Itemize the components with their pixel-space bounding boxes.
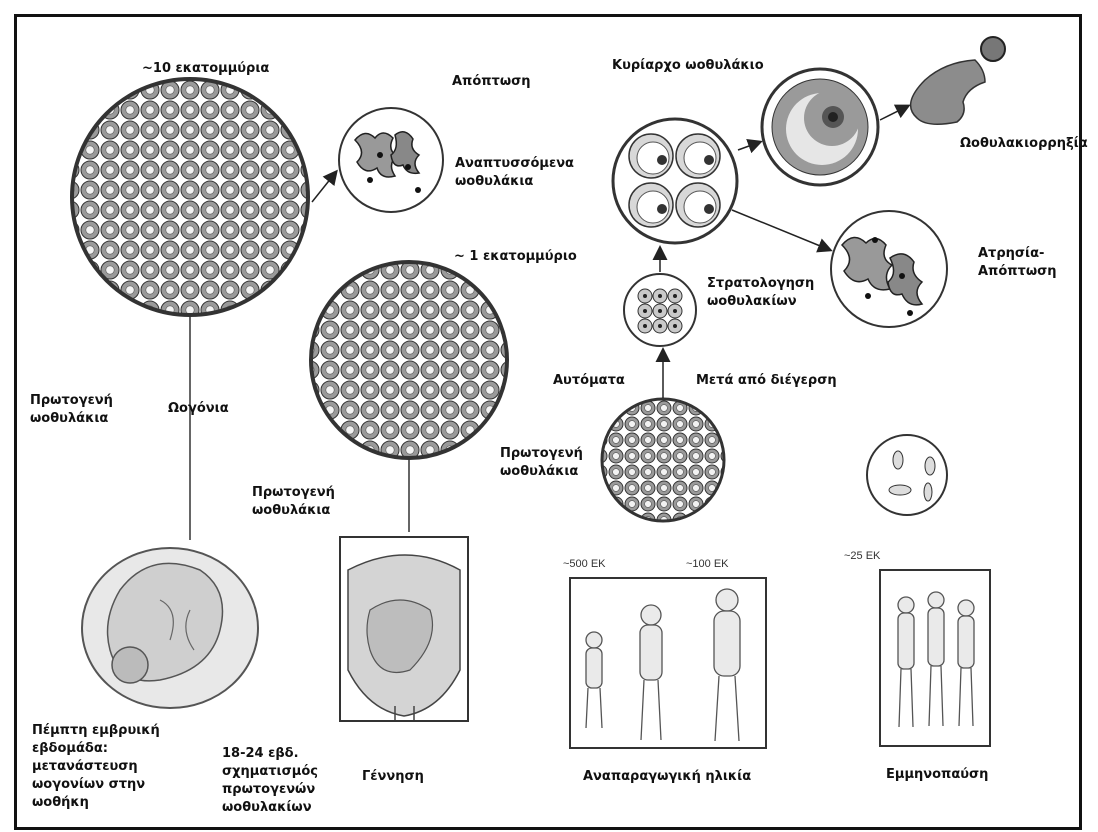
menopause-follicles-circle <box>867 435 947 515</box>
primordial-pool-circle <box>311 262 507 458</box>
label-primordial-left: Πρωτογενή ωοθυλάκια <box>30 392 130 428</box>
label-fifth-week: Πέμπτη εμβρυική εβδομάδα: μετανάστευση ω… <box>32 722 182 812</box>
ovulation-shape <box>911 37 1005 124</box>
reproductive-age-illustration <box>570 578 766 748</box>
label-count-100: ~100 ΕΚ <box>686 555 729 573</box>
atresia-circle <box>831 211 947 327</box>
label-count-500: ~500 ΕΚ <box>563 555 606 573</box>
arrow-to-apoptosis <box>312 172 336 202</box>
label-after-stimulation: Μετά από διέγερση <box>696 372 837 390</box>
label-weeks-18-24: 18-24 εβδ. σχηματισμός πρωτογενών ωοθυλα… <box>222 745 332 817</box>
menopause-illustration <box>880 570 990 746</box>
label-recruitment: Στρατολογηση ωοθυλακίων <box>707 275 822 311</box>
dominant-follicle <box>762 69 878 185</box>
label-dominant-follicle: Κυρίαρχο ωοθυλάκιο <box>612 57 764 75</box>
label-primordial-right: Πρωτογενή ωοθυλάκια <box>500 445 600 481</box>
apoptosis-circle <box>339 108 443 212</box>
recruitment-circle <box>624 274 696 346</box>
label-atresia: Ατρησία- Απόπτωση <box>978 245 1068 281</box>
arrow-to-atresia <box>732 210 830 250</box>
label-birth: Γέννηση <box>362 768 424 786</box>
label-menopause: Εμμηνοπαύση <box>886 766 988 784</box>
label-reproductive-age: Αναπαραγωγική ηλικία <box>583 768 751 786</box>
embryo-illustration <box>82 548 258 708</box>
label-ten-million: ~10 εκατομμύρια <box>142 60 269 78</box>
label-ovulation: Ωοθυλακιορρηξία <box>960 135 1088 153</box>
primordial-small-circle <box>602 399 724 521</box>
arrow-to-dominant <box>738 142 760 150</box>
label-oogonia: Ωογόνια <box>168 400 229 418</box>
label-count-25: ~25 ΕΚ <box>844 547 880 565</box>
label-developing-follicles: Αναπτυσσόμενα ωοθυλάκια <box>455 155 575 191</box>
oogonia-pool-circle <box>72 79 308 315</box>
recruited-follicles-circle <box>613 119 737 243</box>
label-primordial-mid: Πρωτογενή ωοθυλάκια <box>252 484 352 520</box>
label-apoptosis: Απόπτωση <box>452 73 531 91</box>
label-spontaneous: Αυτόματα <box>553 372 625 390</box>
birth-illustration <box>340 537 468 721</box>
label-one-million: ~ 1 εκατομμύριο <box>454 248 577 266</box>
arrow-to-ovulation <box>880 106 908 120</box>
